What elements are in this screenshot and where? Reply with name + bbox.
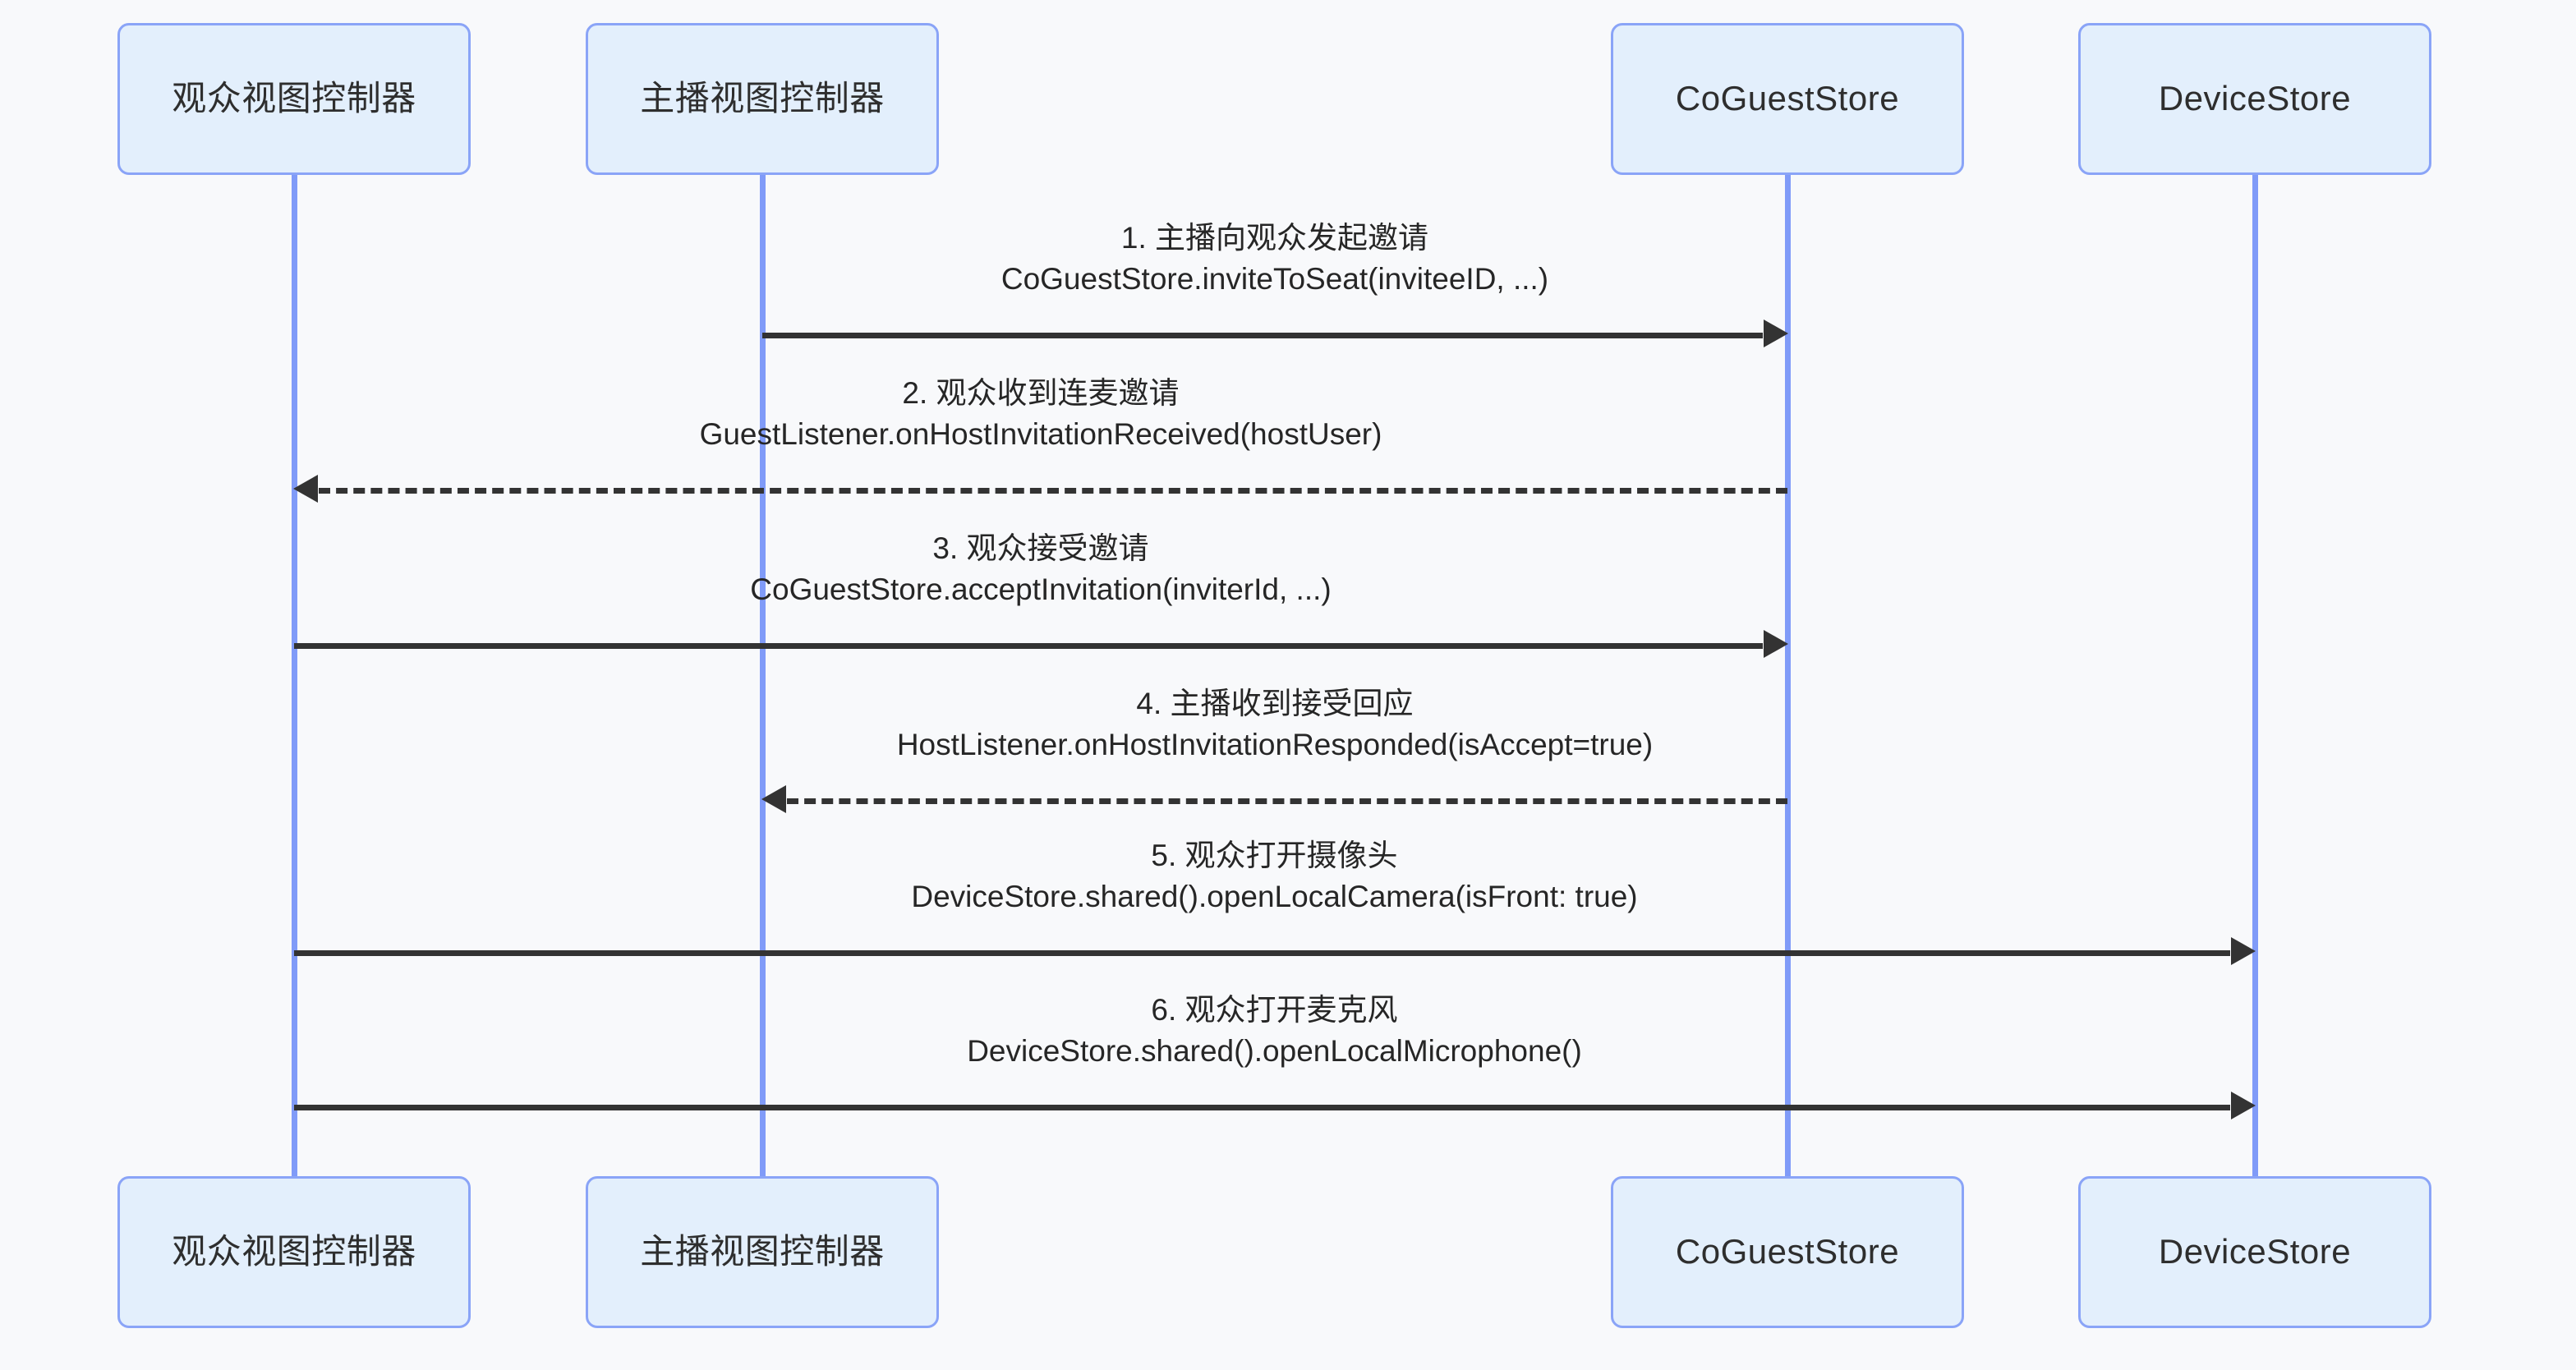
arrow-shaft: [294, 643, 1763, 649]
message-seq-1: 1. 主播向观众发起邀请: [1120, 221, 1429, 255]
message-seq-6: 6. 观众打开麦克风: [1151, 993, 1398, 1027]
arrow-head-right-icon: [2231, 1092, 2256, 1119]
arrow-shaft: [294, 950, 2230, 956]
lifeline-audience-vc: [292, 175, 297, 1176]
participant-box-bottom-host-vc[interactable]: 主播视图控制器: [586, 1176, 939, 1328]
message-call-2: GuestListener.onHostInvitationReceived(h…: [699, 416, 1382, 451]
message-seq-3: 3. 观众接受邀请: [932, 531, 1149, 565]
arrow-shaft: [762, 333, 1763, 338]
participant-box-bottom-coguest-store[interactable]: CoGuestStore: [1611, 1176, 1964, 1328]
lifeline-host-vc: [760, 175, 766, 1176]
message-call-3: CoGuestStore.acceptInvitation(inviterId,…: [750, 572, 1332, 606]
message-seq-5: 5. 观众打开摄像头: [1151, 839, 1398, 872]
arrow-head-right-icon: [2231, 937, 2256, 965]
arrow-head-left-icon: [761, 785, 786, 813]
message-call-4: HostListener.onHostInvitationResponded(i…: [896, 727, 1654, 761]
message-call-6: DeviceStore.shared().openLocalMicrophone…: [967, 1033, 1582, 1068]
participant-box-top-host-vc[interactable]: 主播视图控制器: [586, 23, 939, 175]
message-label-1: 1. 主播向观众发起邀请 CoGuestStore.inviteToSeat(i…: [762, 218, 1787, 299]
arrow-shaft: [787, 798, 1787, 804]
arrow-shaft: [294, 1105, 2230, 1110]
message-label-4: 4. 主播收到接受回应 HostListener.onHostInvitatio…: [762, 683, 1787, 765]
message-label-3: 3. 观众接受邀请 CoGuestStore.acceptInvitation(…: [294, 528, 1787, 609]
arrow-shaft: [319, 488, 1787, 494]
lifeline-device-store: [2252, 175, 2258, 1176]
arrow-head-left-icon: [293, 475, 318, 503]
lifeline-coguest-store: [1785, 175, 1791, 1176]
arrow-head-right-icon: [1764, 630, 1788, 658]
message-seq-4: 4. 主播收到接受回应: [1136, 687, 1414, 720]
message-label-2: 2. 观众收到连麦邀请 GuestListener.onHostInvitati…: [294, 373, 1787, 454]
arrow-head-right-icon: [1764, 320, 1788, 347]
participant-box-top-device-store[interactable]: DeviceStore: [2078, 23, 2431, 175]
message-label-5: 5. 观众打开摄像头 DeviceStore.shared().openLoca…: [294, 835, 2255, 917]
participant-box-bottom-device-store[interactable]: DeviceStore: [2078, 1176, 2431, 1328]
participant-box-bottom-audience-vc[interactable]: 观众视图控制器: [117, 1176, 471, 1328]
participant-box-top-audience-vc[interactable]: 观众视图控制器: [117, 23, 471, 175]
message-call-5: DeviceStore.shared().openLocalCamera(isF…: [911, 879, 1638, 913]
message-call-1: CoGuestStore.inviteToSeat(inviteeID, ...…: [1000, 261, 1549, 296]
message-seq-2: 2. 观众收到连麦邀请: [902, 376, 1180, 410]
message-label-6: 6. 观众打开麦克风 DeviceStore.shared().openLoca…: [294, 990, 2255, 1071]
participant-box-top-coguest-store[interactable]: CoGuestStore: [1611, 23, 1964, 175]
